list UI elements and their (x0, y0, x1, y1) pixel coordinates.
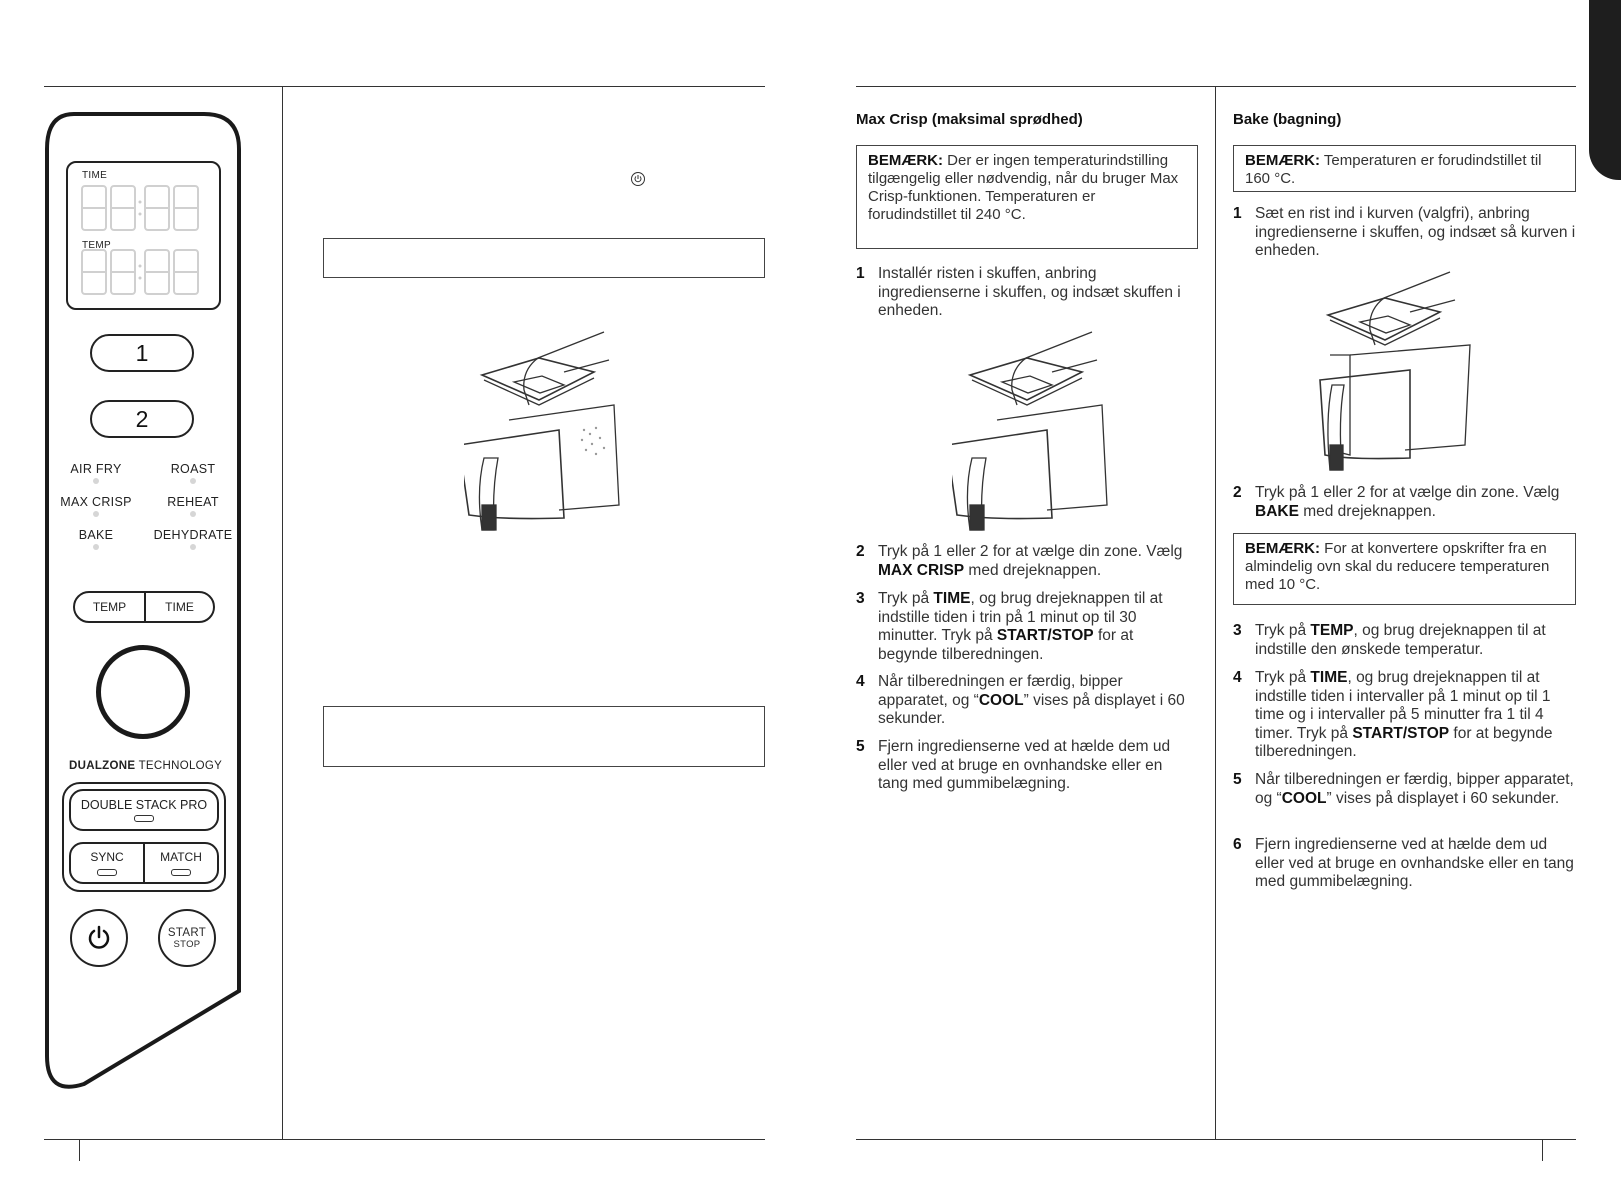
display-temp-label: TEMP (82, 240, 111, 251)
air-fryer-basket-illustration (464, 331, 620, 531)
left-column-divider (282, 86, 283, 1139)
step-number: 4 (1233, 669, 1242, 686)
sync-label: SYNC (90, 850, 124, 864)
control-dial[interactable] (96, 645, 190, 739)
display-screen (66, 161, 221, 310)
step-number: 4 (856, 673, 865, 690)
left-page-bottom-rule (44, 1139, 765, 1140)
step-number: 5 (1233, 771, 1242, 788)
indicator-dot (93, 478, 99, 484)
time-button[interactable]: TIME (144, 591, 215, 623)
sync-button[interactable]: SYNC (69, 842, 145, 884)
seven-segment-digits (81, 185, 199, 295)
right-footer-tick (1542, 1139, 1543, 1161)
double-stack-pro-button[interactable]: DOUBLE STACK PRO (69, 789, 219, 831)
max-crisp-note: BEMÆRK: Der er ingen temperaturindstilli… (856, 145, 1198, 249)
step-number: 2 (1233, 484, 1242, 501)
dualzone-text: DUALZONE (69, 760, 136, 772)
control-panel-outline (45, 112, 241, 1089)
step-number: 3 (856, 590, 865, 607)
function-dehydrate[interactable]: DEHYDRATE (153, 528, 233, 542)
function-reheat[interactable]: REHEAT (167, 495, 219, 509)
empty-note-box (323, 706, 765, 767)
air-fryer-basket-illustration (952, 331, 1108, 531)
step-text: Sæt en rist ind i kurven (valgfri), anbr… (1255, 205, 1576, 259)
bake-note-1: BEMÆRK: Temperaturen er forudindstillet … (1233, 145, 1576, 192)
bake-heading: Bake (bagning) (1233, 111, 1342, 128)
sync-led (97, 869, 117, 876)
function-roast[interactable]: ROAST (170, 462, 216, 476)
step-text: Tryk på 1 eller 2 for at vælge din zone.… (1255, 484, 1560, 520)
right-page-top-rule (856, 86, 1576, 87)
step-text: Installér risten i skuffen, anbring ingr… (878, 265, 1181, 319)
power-button[interactable] (70, 909, 128, 967)
section-tab (1589, 0, 1621, 180)
right-page-bottom-rule (856, 1139, 1576, 1140)
indicator-dot (93, 544, 99, 550)
start-label: START (167, 926, 207, 939)
note-text: For at konvertere opskrifter fra en almi… (1245, 540, 1550, 593)
step-text: Når tilberedningen er færdig, bipper app… (878, 673, 1185, 727)
note-text: Temperaturen er forudindstillet til 160 … (1245, 152, 1542, 187)
note-label: BEMÆRK: (868, 152, 943, 169)
zone-1-button[interactable]: 1 (90, 334, 194, 372)
step-text: Tryk på TEMP, og brug drejeknappen til a… (1255, 622, 1546, 658)
step-number: 1 (1233, 205, 1242, 222)
step-number: 3 (1233, 622, 1242, 639)
step-number: 2 (856, 543, 865, 560)
power-icon (88, 925, 110, 949)
indicator-dot (190, 478, 196, 484)
double-stack-group (62, 782, 226, 892)
function-max-crisp[interactable]: MAX CRISP (60, 495, 132, 509)
max-crisp-heading: Max Crisp (maksimal sprødhed) (856, 111, 1083, 128)
match-led (171, 869, 191, 876)
stop-label: STOP (173, 938, 201, 950)
empty-note-box (323, 238, 765, 278)
function-bake[interactable]: BAKE (78, 528, 114, 542)
note-text: Der er ingen temperaturindstilling tilgæ… (868, 152, 1179, 223)
temp-button[interactable]: TEMP (73, 591, 146, 623)
step-text: Fjern ingredienserne ved at hælde dem ud… (1255, 836, 1574, 890)
step-text: Tryk på TIME, og brug drejeknappen til a… (1255, 669, 1553, 760)
match-label: MATCH (160, 850, 202, 864)
right-column-divider (1215, 86, 1216, 1139)
step-text: Tryk på TIME, og brug drejeknappen til a… (878, 590, 1163, 663)
step-number: 6 (1233, 836, 1242, 853)
step-text: Fjern ingredienserne ved at hælde dem ud… (878, 738, 1171, 792)
technology-text: TECHNOLOGY (138, 760, 223, 772)
step-text: Tryk på 1 eller 2 for at vælge din zone.… (878, 543, 1183, 579)
bake-note-2: BEMÆRK: For at konvertere opskrifter fra… (1233, 533, 1576, 605)
power-icon (631, 172, 645, 186)
left-footer-tick (79, 1139, 80, 1161)
note-label: BEMÆRK: (1245, 540, 1320, 557)
start-stop-button[interactable]: START STOP (158, 909, 216, 967)
indicator-dot (190, 511, 196, 517)
dualzone-technology-label: DUALZONE TECHNOLOGY (69, 760, 222, 772)
double-stack-led (134, 815, 154, 822)
function-air-fry[interactable]: AIR FRY (70, 462, 122, 476)
step-text: Når tilberedningen er færdig, bipper app… (1255, 771, 1574, 807)
display-time-label: TIME (82, 170, 108, 181)
indicator-dot (93, 511, 99, 517)
double-stack-pro-label: DOUBLE STACK PRO (80, 798, 208, 812)
zone-2-button[interactable]: 2 (90, 400, 194, 438)
match-button[interactable]: MATCH (143, 842, 219, 884)
indicator-dot (190, 544, 196, 550)
step-number: 1 (856, 265, 865, 282)
step-number: 5 (856, 738, 865, 755)
note-label: BEMÆRK: (1245, 152, 1320, 169)
air-fryer-basket-illustration (1319, 271, 1471, 471)
left-page-top-rule (44, 86, 765, 87)
